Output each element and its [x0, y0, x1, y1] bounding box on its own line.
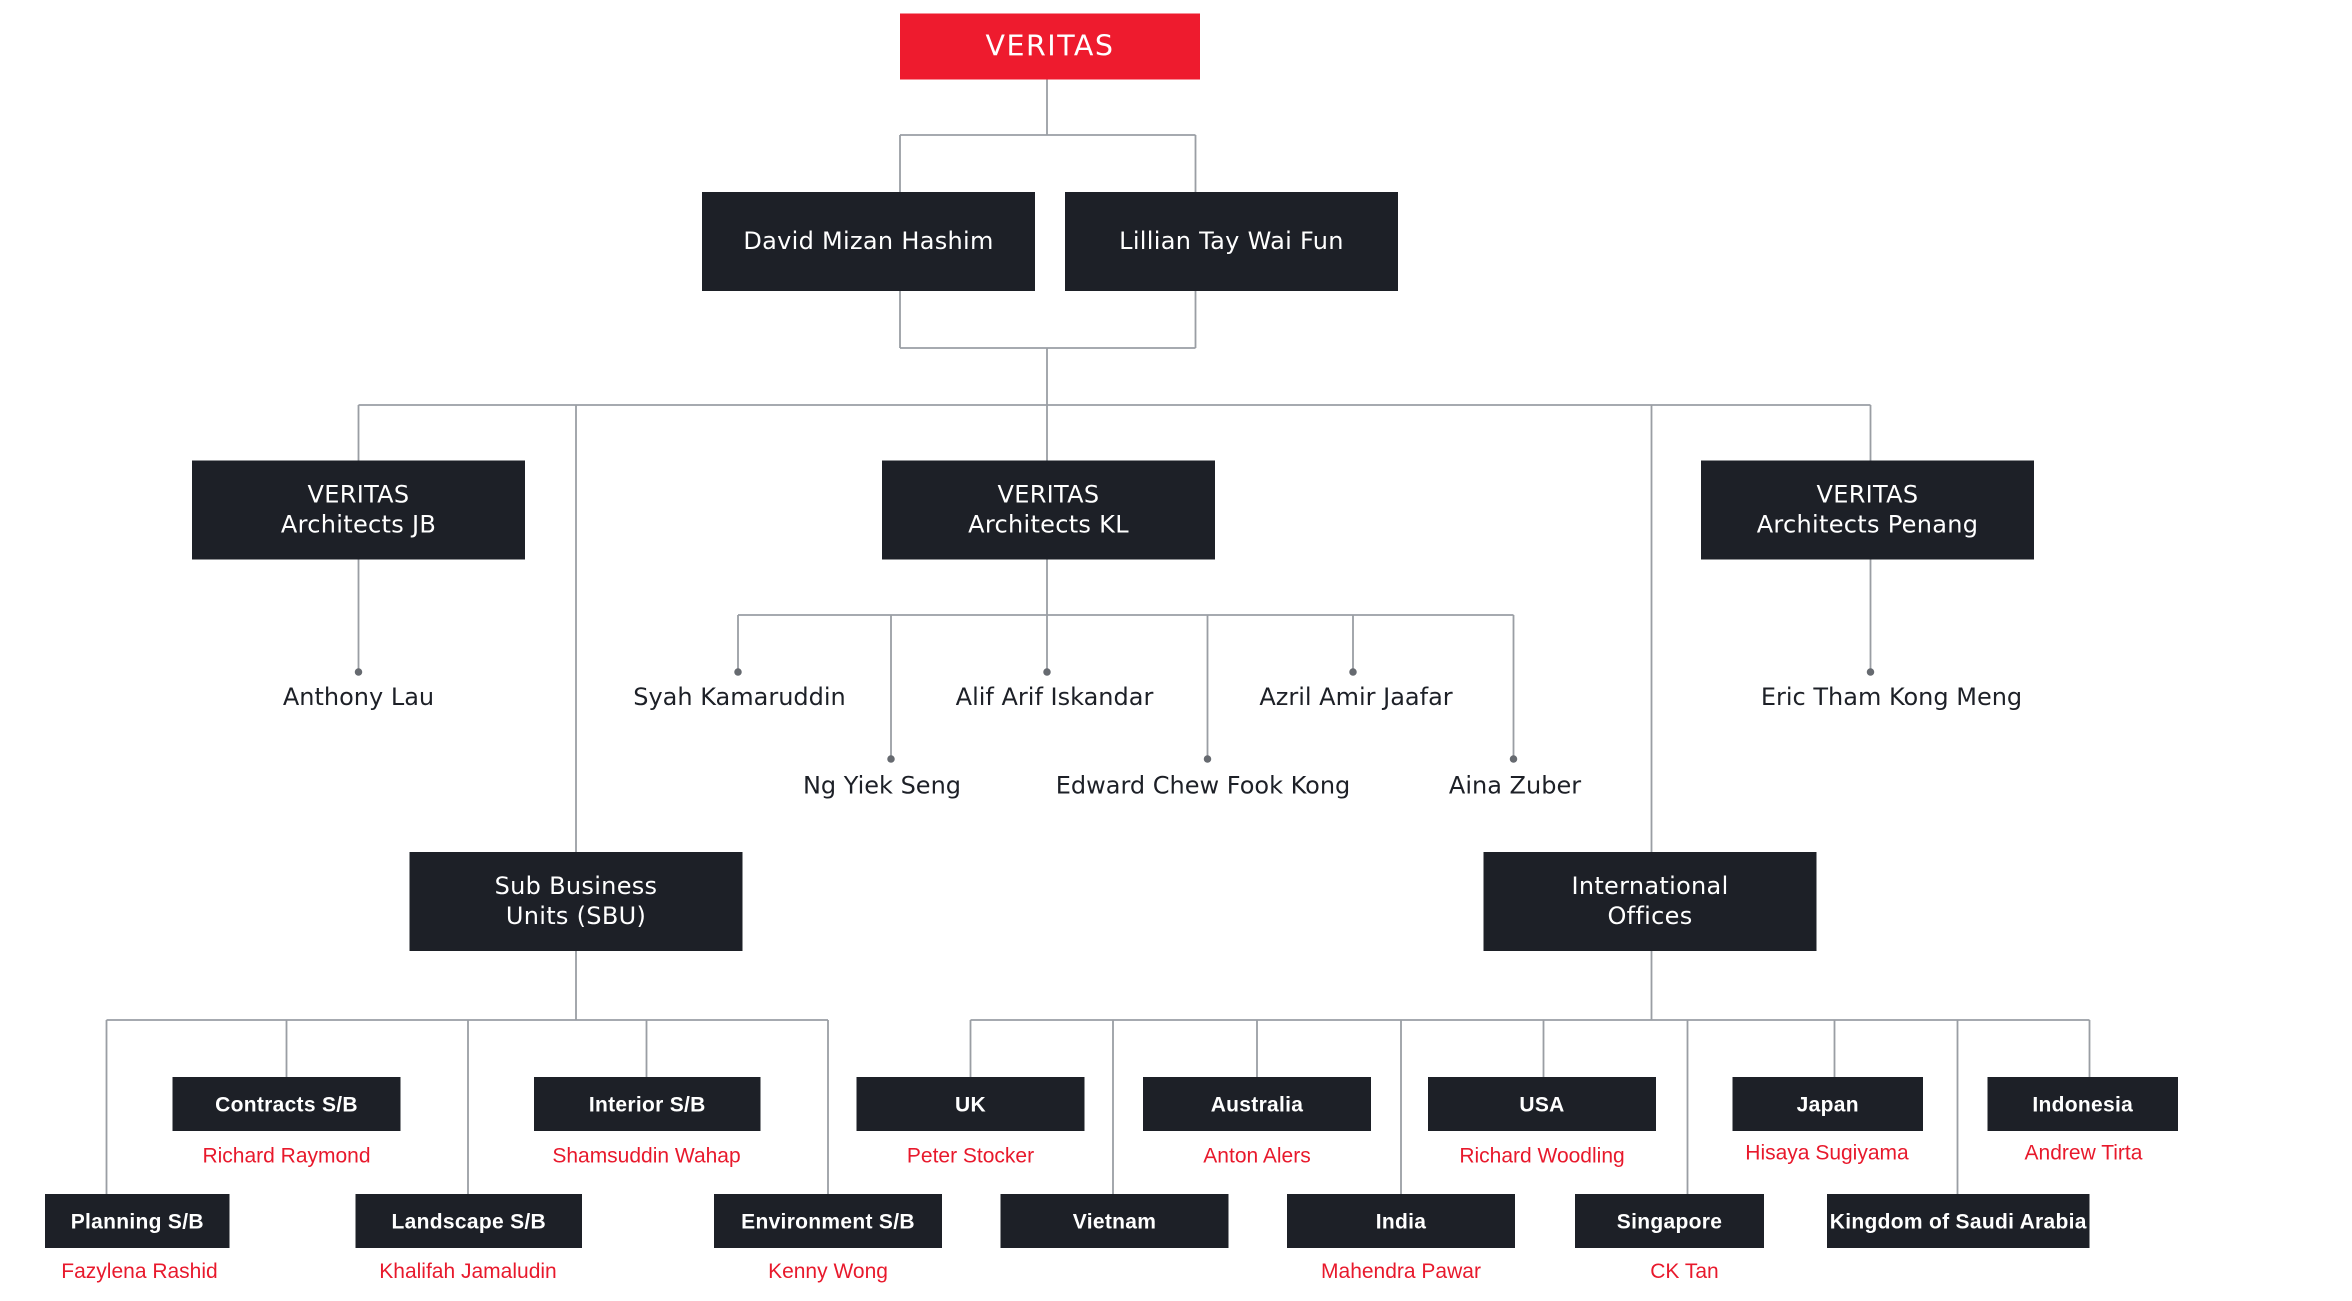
office-head: Mahendra Pawar	[1321, 1258, 1481, 1283]
connector-dot	[734, 668, 742, 676]
connector-dot	[354, 668, 363, 676]
sbu-unit-head: Shamsuddin Wahap	[552, 1143, 741, 1167]
office-label: India	[1375, 1209, 1427, 1233]
office-vietnam: Vietnam	[1000, 1194, 1229, 1248]
sbu-unit-label: Contracts S/B	[215, 1092, 358, 1116]
intl-box: International Offices	[1483, 852, 1817, 951]
penang-office-box: VERITAS Architects Penang	[1701, 460, 2034, 560]
office-label: Indonesia	[2032, 1092, 2134, 1116]
connector-dot	[1203, 755, 1212, 763]
kl-person-3: Alif Arif Iskandar	[955, 682, 1154, 712]
office-australia: Australia	[1143, 1077, 1371, 1131]
office-label: Vietnam	[1072, 1209, 1157, 1233]
penang-office-title: VERITAS	[1816, 480, 1919, 509]
sbu-box: Sub Business Units (SBU)	[409, 852, 743, 951]
connector-dot	[887, 755, 895, 763]
office-india: India	[1287, 1194, 1515, 1248]
sbu-unit-interior: Interior S/B	[534, 1077, 761, 1131]
office-label: Australia	[1210, 1092, 1304, 1116]
sbu-line-2: Units (SBU)	[505, 901, 647, 931]
sbu-unit-head: Richard Raymond	[202, 1143, 371, 1167]
sbu-unit-label: Interior S/B	[588, 1092, 706, 1116]
sbu-unit-environment: Environment S/B	[714, 1194, 942, 1248]
kl-person-1: Syah Kamaruddin	[633, 682, 846, 712]
jb-office-box: VERITAS Architects JB	[192, 460, 525, 560]
sbu-unit-label: Planning S/B	[70, 1209, 204, 1233]
jb-office-sub: Architects JB	[280, 510, 437, 539]
intl-line-2: Offices	[1607, 901, 1693, 931]
founder-box-1: David Mizan Hashim	[702, 192, 1035, 291]
connector-dot	[1043, 668, 1051, 676]
kl-office-sub: Architects KL	[968, 510, 1129, 539]
jb-person: Anthony Lau	[282, 682, 435, 712]
kl-office-box: VERITAS Architects KL	[882, 460, 1215, 560]
office-head: CK Tan	[1650, 1258, 1719, 1283]
kl-person-2: Ng Yiek Seng	[802, 771, 962, 800]
sbu-unit-head: Fazylena Rashid	[61, 1258, 218, 1283]
penang-person: Eric Tham Kong Meng	[1760, 682, 2023, 712]
sbu-unit-planning: Planning S/B	[45, 1194, 230, 1248]
office-japan: Japan	[1732, 1077, 1923, 1131]
office-head: Peter Stocker	[906, 1143, 1035, 1167]
office-singapore: Singapore	[1575, 1194, 1764, 1248]
office-label: Kingdom of Saudi Arabia	[1829, 1209, 2087, 1233]
intl-line-1: International	[1571, 871, 1729, 901]
founder-name-1: David Mizan Hashim	[743, 226, 994, 256]
office-head: Anton Alers	[1203, 1143, 1311, 1167]
penang-office-sub: Architects Penang	[1756, 510, 1979, 539]
jb-office-title: VERITAS	[307, 480, 410, 509]
office-saudi-arabia: Kingdom of Saudi Arabia	[1827, 1194, 2090, 1248]
kl-office-title: VERITAS	[997, 480, 1100, 509]
kl-person-5: Azril Amir Jaafar	[1259, 682, 1453, 712]
connector-dot	[1866, 668, 1875, 676]
office-head: Richard Woodling	[1459, 1143, 1625, 1167]
sbu-unit-contracts: Contracts S/B	[172, 1077, 401, 1131]
sbu-unit-label: Landscape S/B	[391, 1209, 546, 1233]
sbu-unit-landscape: Landscape S/B	[355, 1194, 582, 1248]
kl-person-6: Aina Zuber	[1448, 771, 1582, 800]
office-label: Singapore	[1616, 1209, 1723, 1233]
office-usa: USA	[1428, 1077, 1656, 1131]
office-uk: UK	[856, 1077, 1085, 1131]
founder-box-2: Lillian Tay Wai Fun	[1065, 192, 1398, 291]
root-title: VERITAS	[985, 30, 1115, 63]
root-box: VERITAS	[900, 13, 1200, 80]
office-label: USA	[1519, 1092, 1565, 1116]
sbu-unit-head: Kenny Wong	[768, 1258, 888, 1283]
connector-dot	[1509, 755, 1518, 763]
office-head: Andrew Tirta	[2024, 1140, 2143, 1164]
office-indonesia: Indonesia	[1987, 1077, 2178, 1131]
connector-dot	[1349, 668, 1357, 676]
office-label: Japan	[1796, 1092, 1859, 1116]
sbu-unit-head: Khalifah Jamaludin	[379, 1258, 557, 1283]
office-head: Hisaya Sugiyama	[1745, 1140, 1909, 1164]
sbu-unit-label: Environment S/B	[741, 1209, 915, 1233]
sbu-line-1: Sub Business	[494, 871, 658, 901]
kl-person-4: Edward Chew Fook Kong	[1055, 771, 1351, 800]
office-label: UK	[955, 1092, 986, 1116]
founder-name-2: Lillian Tay Wai Fun	[1119, 226, 1344, 256]
